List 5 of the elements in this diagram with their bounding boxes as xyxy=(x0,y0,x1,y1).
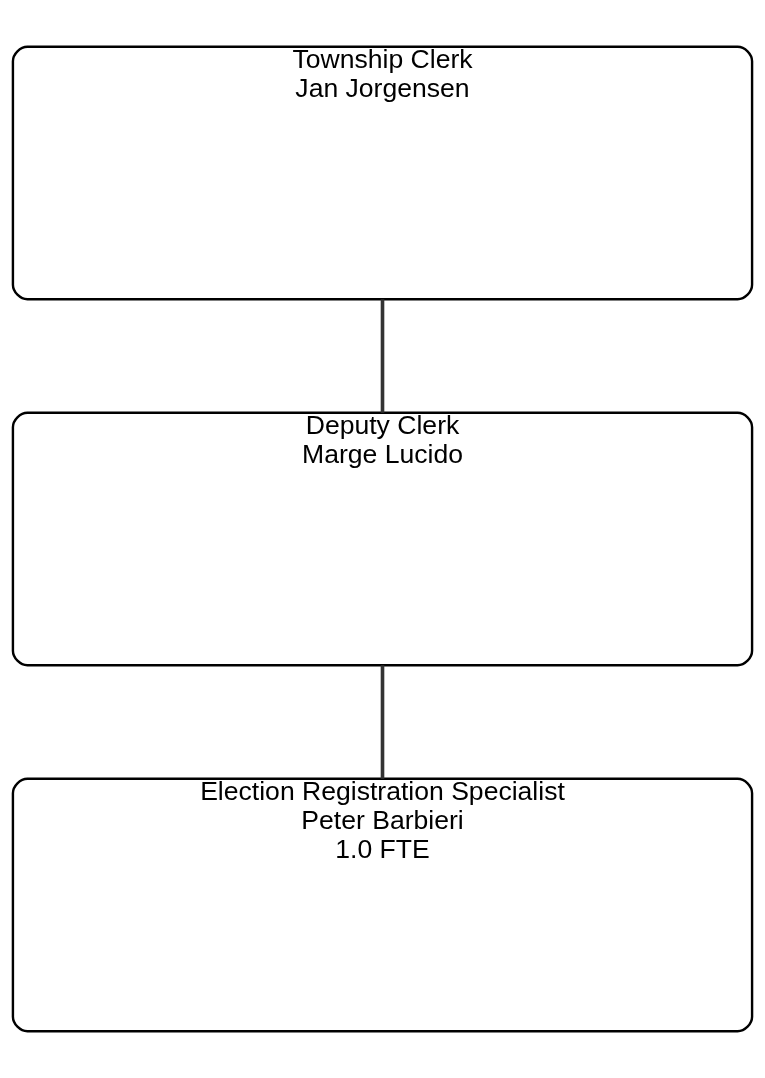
node-box: Township Clerk Jan Jorgensen xyxy=(11,45,754,301)
connector xyxy=(380,665,385,779)
node-box: Election Registration Specialist Peter Barbieri 1.0 FTE xyxy=(11,777,754,1033)
connector xyxy=(380,299,385,413)
node-box: Deputy Clerk Marge Lucido xyxy=(11,411,754,667)
